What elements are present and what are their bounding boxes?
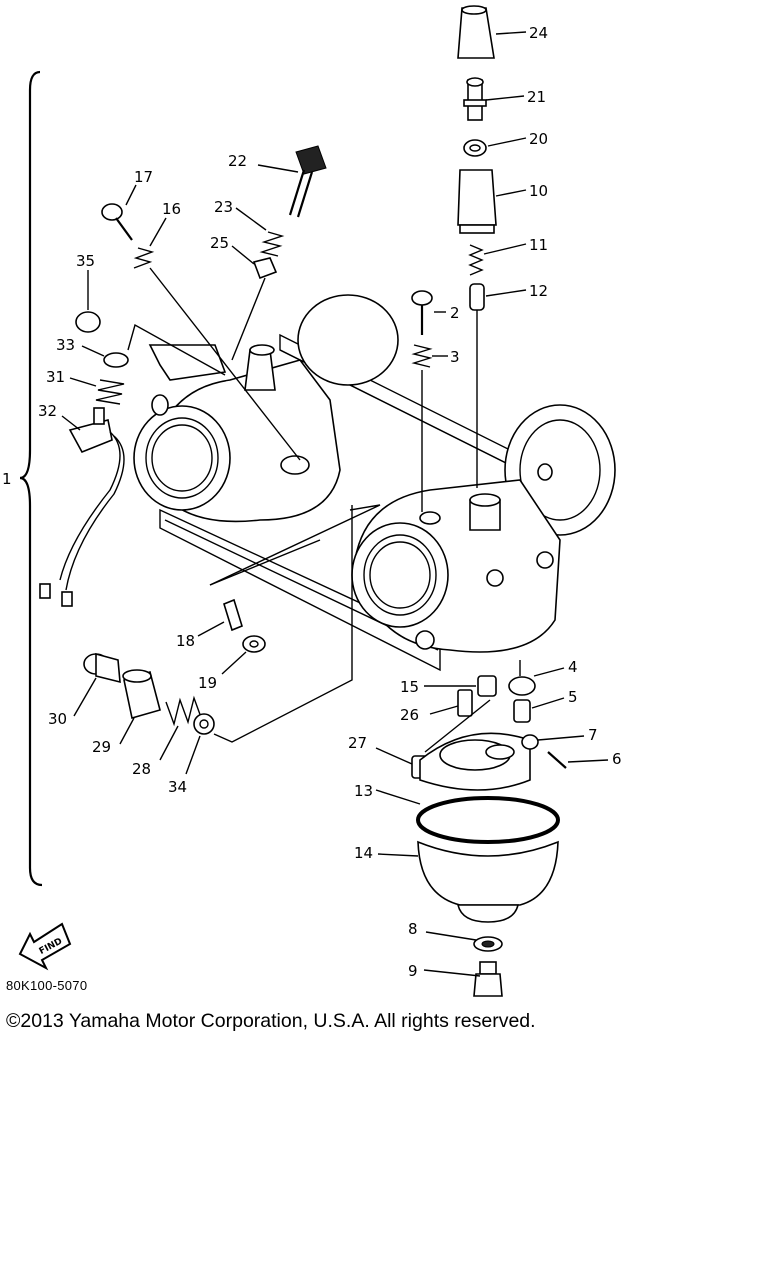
part-24-cap <box>457 5 495 59</box>
part-26-jet <box>457 689 473 717</box>
callout-27: 27 <box>348 734 367 752</box>
part-20-nut <box>463 139 487 157</box>
part-2-screw <box>411 290 433 335</box>
find-arrow-icon: FIND <box>18 922 72 971</box>
callout-26: 26 <box>400 706 419 724</box>
part-25-nut <box>252 257 278 280</box>
callout-19: 19 <box>198 674 217 692</box>
part-11-spring <box>468 244 484 276</box>
part-30-piston <box>83 652 121 684</box>
callout-34: 34 <box>168 778 187 796</box>
part-3-spring <box>411 344 433 368</box>
part-7-screw <box>521 734 539 750</box>
part-35-cap <box>75 311 101 333</box>
part-31-spring <box>95 379 125 405</box>
part-15-jet <box>477 675 497 697</box>
callout-35: 35 <box>76 252 95 270</box>
left-air-intake <box>133 405 231 511</box>
part-12-needle <box>469 283 485 488</box>
right-air-intake <box>351 522 449 628</box>
callout-33: 33 <box>56 336 75 354</box>
callout-4: 4 <box>568 658 578 676</box>
part-13-oring <box>416 796 560 844</box>
part-5-jet <box>513 699 531 723</box>
part-18-pin <box>223 598 243 632</box>
callout-32: 32 <box>38 402 57 420</box>
part-9-drain-bolt <box>473 961 503 997</box>
callout-5: 5 <box>568 688 578 706</box>
part-21-fitting <box>463 77 487 121</box>
part-number: 80K100-5070 <box>6 978 88 993</box>
part-16-spring <box>133 247 155 269</box>
callout-29: 29 <box>92 738 111 756</box>
part-4-cap <box>508 676 536 696</box>
callout-2: 2 <box>450 304 460 322</box>
leader-lines <box>61 31 609 977</box>
part-23-spring <box>259 231 285 257</box>
callout-1: 1 <box>2 470 12 488</box>
callout-20: 20 <box>529 130 548 148</box>
part-10-body <box>457 169 497 234</box>
part-28-spring <box>165 695 203 727</box>
part-8-gasket <box>473 936 503 952</box>
part-22-screw <box>288 145 327 218</box>
assembly-brace <box>19 70 43 887</box>
callout-8: 8 <box>408 920 418 938</box>
callout-18: 18 <box>176 632 195 650</box>
callout-13: 13 <box>354 782 373 800</box>
callout-15: 15 <box>400 678 419 696</box>
part-6-pin <box>547 751 567 769</box>
callout-6: 6 <box>612 750 622 768</box>
callout-22: 22 <box>228 152 247 170</box>
callout-30: 30 <box>48 710 67 728</box>
callout-31: 31 <box>46 368 65 386</box>
callout-3: 3 <box>450 348 460 366</box>
part-33-washer <box>103 352 129 368</box>
callout-12: 12 <box>529 282 548 300</box>
part-float <box>419 732 531 791</box>
part-19-washer <box>242 635 266 653</box>
part-29-sleeve <box>122 669 161 720</box>
callout-17: 17 <box>134 168 153 186</box>
callout-9: 9 <box>408 962 418 980</box>
callout-11: 11 <box>529 236 548 254</box>
callout-23: 23 <box>214 198 233 216</box>
callout-24: 24 <box>529 24 548 42</box>
callout-28: 28 <box>132 760 151 778</box>
callout-14: 14 <box>354 844 373 862</box>
callout-25: 25 <box>210 234 229 252</box>
callout-16: 16 <box>162 200 181 218</box>
part-17-screw <box>101 203 133 241</box>
callout-10: 10 <box>529 182 548 200</box>
carburetor-exploded-diagram: 24 21 20 10 11 12 22 17 16 23 25 35 2 3 … <box>2 5 622 997</box>
callout-labels: 24 21 20 10 11 12 22 17 16 23 25 35 2 3 … <box>2 24 622 980</box>
part-34-washer <box>193 713 215 735</box>
callout-21: 21 <box>527 88 546 106</box>
part-14-bowl <box>417 840 559 923</box>
part-32-sensor <box>39 407 125 607</box>
carburetor-body <box>133 294 616 672</box>
callout-7: 7 <box>588 726 598 744</box>
copyright-notice: ©2013 Yamaha Motor Corporation, U.S.A. A… <box>6 1010 536 1032</box>
